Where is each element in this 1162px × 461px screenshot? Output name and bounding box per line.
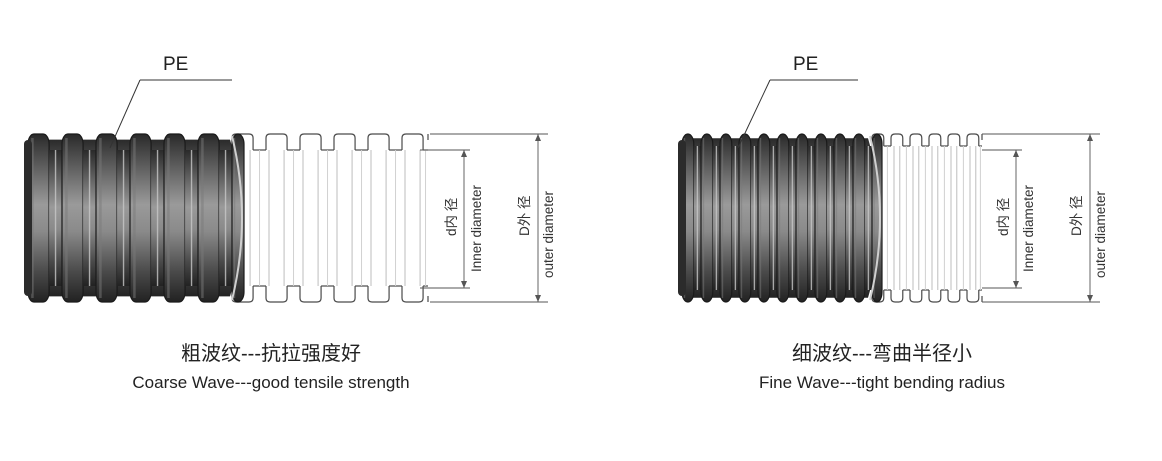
coarse-pe-crest-highlight: [133, 138, 136, 298]
fine-caption-english: Fine Wave---tight bending radius: [759, 373, 1005, 392]
coarse-inner-diameter-dimension: d内 径 Inner diameter: [420, 149, 484, 289]
fine-outer-diameter-dimension: D外 径 outer diameter: [982, 133, 1108, 303]
fine-pe-leader-diagonal: [737, 79, 771, 149]
coarse-pe-crest-highlight: [65, 138, 68, 298]
fine-shell-crest-top: [909, 133, 923, 146]
coarse-pe-crest-highlight: [167, 138, 170, 298]
fine-shell-crest-bottom: [966, 290, 980, 303]
fine-wave-pipe: PE d内 径 Inner diameter D外 径 outer diamet…: [678, 54, 1108, 392]
fine-pe-crest-highlight: [816, 138, 819, 298]
fine-shell-crest-bottom: [890, 290, 904, 303]
coarse-pe-crest-highlight: [201, 138, 204, 298]
coarse-shell-body: [226, 150, 428, 286]
coarse-shell-crest-bottom: [299, 286, 322, 303]
fine-pe-crest-highlight: [835, 138, 838, 298]
fine-shell-crest-top: [890, 133, 904, 146]
coarse-caption-chinese: 粗波纹---抗拉强度好: [181, 342, 361, 365]
fine-pe-crest-highlight: [854, 138, 857, 298]
coarse-shell-crest-top: [367, 133, 390, 150]
fine-pe-crest-highlight: [740, 138, 743, 298]
coarse-shell-crest-top: [333, 133, 356, 150]
fine-pe-crest-highlight: [702, 138, 705, 298]
coarse-caption-english: Coarse Wave---good tensile strength: [132, 373, 409, 392]
fine-pe-cut-edge: [869, 135, 881, 301]
fine-pe-crest-highlight: [873, 138, 875, 298]
coarse-outer-diameter-dimension: D外 径 outer diameter: [430, 133, 556, 303]
coarse-pe-left-end: [24, 140, 32, 296]
fine-shell-crest-top: [947, 133, 961, 146]
fine-pe-crest-highlight: [721, 138, 724, 298]
fine-shell-crest-top: [928, 133, 942, 146]
fine-outer-dim-en: outer diameter: [1093, 190, 1108, 278]
fine-pe-label: PE: [793, 54, 818, 75]
coarse-pe-leader-diagonal: [109, 79, 141, 149]
fine-shell-crest-bottom: [928, 290, 942, 303]
fine-shell-body: [864, 146, 982, 290]
fine-pipe-pe-layer: [678, 133, 883, 303]
coarse-pe-crest-highlight: [233, 138, 236, 298]
coarse-shell-crest-top: [401, 133, 424, 150]
coarse-outer-dim-cn: D外 径: [517, 196, 532, 237]
coarse-shell-crest-bottom: [333, 286, 356, 303]
coarse-outer-dim-en: outer diameter: [541, 190, 556, 278]
coarse-shell-crest-bottom: [265, 286, 288, 303]
coarse-pe-cut-edge: [231, 135, 243, 301]
fine-caption-chinese: 细波纹---弯曲半径小: [792, 342, 972, 365]
fine-shell-crest-bottom: [947, 290, 961, 303]
coarse-pipe-pe-layer: [24, 133, 245, 303]
fine-inner-diameter-dimension: d内 径 Inner diameter: [982, 149, 1036, 289]
coarse-pe-label: PE: [163, 54, 188, 75]
coarse-wave-pipe: PE d内 径 Inner diameter D外 径 outer diamet…: [24, 54, 556, 392]
fine-pe-crest-highlight: [759, 138, 762, 298]
coarse-shell-crest-bottom: [367, 286, 390, 303]
fine-inner-dim-cn: d内 径: [996, 198, 1011, 236]
fine-inner-dim-en: Inner diameter: [1021, 184, 1036, 272]
coarse-inner-dim-en: Inner diameter: [469, 184, 484, 272]
coarse-pe-crest-highlight: [31, 138, 34, 298]
coarse-shell-crest-top: [265, 133, 288, 150]
coarse-shell-crest-top: [299, 133, 322, 150]
fine-shell-crest-top: [966, 133, 980, 146]
fine-pipe-cutaway-shell: [864, 133, 983, 303]
fine-pe-crest-highlight: [778, 138, 781, 298]
coarse-pe-crest-highlight: [99, 138, 102, 298]
coarse-inner-dim-cn: d内 径: [444, 198, 459, 236]
coarse-shell-crest-bottom: [401, 286, 424, 303]
fine-shell-crest-bottom: [909, 290, 923, 303]
fine-pe-crest-highlight: [797, 138, 800, 298]
coarse-pipe-cutaway-shell: [226, 133, 429, 303]
fine-outer-dim-cn: D外 径: [1069, 196, 1084, 237]
fine-pe-left-end: [678, 140, 686, 296]
